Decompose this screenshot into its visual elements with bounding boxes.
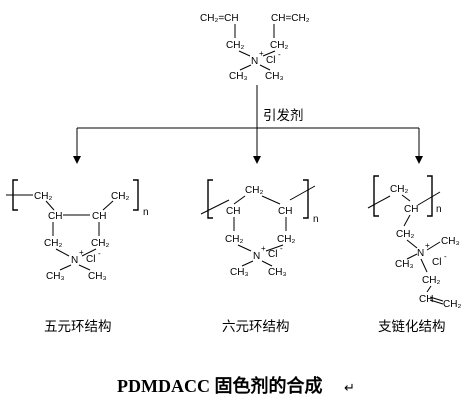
five-ring-ch2-right: CH₂: [111, 191, 129, 202]
branched-bond: [417, 191, 441, 206]
six-ring-bond: [241, 260, 254, 267]
branched-ch2-side: CH₂: [396, 229, 414, 240]
monomer-bond: [259, 64, 271, 71]
monomer-ch2-left: CH₂: [226, 40, 244, 51]
branched-ch2-terminal: CH₂: [443, 299, 461, 310]
branched-ch: CH: [404, 204, 418, 215]
branched-bond: [426, 241, 441, 251]
six-ring-ch-left: CH: [226, 206, 240, 217]
branched-ch-vinyl: CH: [419, 294, 433, 305]
branched-subscript: n: [436, 204, 442, 215]
six-ring-structure: n CH₂ CH CH CH₂ CH₂ N + Cl - CH₃ CH₃ 六元环…: [200, 179, 319, 335]
six-ring-cl-charge: -: [280, 244, 283, 253]
monomer-bond: [238, 50, 251, 57]
six-ring-bond: [265, 244, 284, 252]
branched-cl-charge: -: [444, 252, 447, 261]
paragraph-mark: ↵: [344, 381, 355, 396]
six-ring-caption: 六元环结构: [222, 319, 290, 335]
six-ring-nitrogen: N: [253, 251, 260, 262]
branched-double-bond: [429, 296, 444, 302]
bracket-right: [303, 179, 309, 219]
five-ring-nitrogen: N: [71, 255, 78, 266]
branched-structure: n CH₂ CH CH₂ N + CH₃ CH₃ Cl - CH₂ CH CH₂…: [367, 175, 461, 335]
five-ring-methyl-left: CH₃: [46, 271, 65, 282]
five-ring-n-charge: +: [79, 248, 84, 257]
five-ring-subscript: n: [143, 207, 149, 218]
branched-bond: [420, 258, 428, 273]
five-ring-ch2-ring-left: CH₂: [44, 238, 62, 249]
monomer-ch2-right: CH₂: [270, 40, 288, 51]
six-ring-methyl-left: CH₃: [230, 267, 249, 278]
five-ring-bond: [59, 264, 72, 271]
five-ring-ch-left: CH: [48, 211, 62, 222]
monomer-bond: [262, 50, 276, 57]
five-ring-caption: 五元环结构: [44, 319, 112, 335]
six-ring-bond: [200, 199, 230, 215]
monomer-chloride: Cl: [266, 55, 275, 66]
five-ring-bond: [78, 264, 91, 271]
bracket-left: [207, 179, 213, 219]
monomer-cl-charge: -: [278, 50, 281, 59]
six-ring-bond: [289, 185, 316, 201]
five-ring-ch2-ring-right: CH₂: [91, 238, 109, 249]
monomer-allyl-left: CH₂=CH: [200, 13, 239, 24]
five-ring-chloride: Cl: [86, 254, 95, 265]
six-ring-bond: [261, 195, 281, 205]
figure-title: PDMDACC 固色剂的合成: [117, 375, 322, 396]
monomer-allyl-right: CH=CH₂: [271, 13, 310, 24]
six-ring-chloride: Cl: [268, 249, 277, 260]
branched-methyl-left: CH₃: [395, 259, 414, 270]
six-ring-methyl-right: CH₃: [268, 267, 287, 278]
six-ring-subscript: n: [313, 214, 319, 225]
branched-methyl-right: CH₃: [441, 236, 460, 247]
bracket-left: [373, 175, 379, 217]
five-ring-structure: CH₂ CH₂ n CH CH CH₂ CH₂ N + Cl - CH₃ CH₃…: [6, 179, 149, 335]
six-ring-bond: [233, 195, 246, 205]
bracket-right: [427, 175, 433, 217]
five-ring-bond: [102, 200, 114, 211]
five-ring-bond: [45, 200, 55, 211]
five-ring-cl-charge: -: [98, 249, 101, 258]
bracket-right: [133, 179, 139, 211]
branched-nitrogen: N: [417, 248, 424, 259]
branched-n-charge: +: [425, 241, 430, 250]
monomer-nitrogen: N: [251, 56, 258, 67]
monomer-bond: [239, 64, 252, 71]
branched-chloride: Cl: [432, 257, 441, 268]
six-ring-ch2-top: CH₂: [245, 185, 263, 196]
five-ring-bond: [55, 248, 70, 257]
branched-bond: [403, 214, 411, 227]
reaction-arrows: 引发剂: [73, 85, 423, 164]
six-ring-ch2-ring-right: CH₂: [277, 234, 295, 245]
six-ring-n-charge: +: [261, 244, 266, 253]
initiator-label: 引发剂: [263, 108, 304, 124]
branched-ch2-allyl: CH₂: [422, 275, 440, 286]
monomer-methyl-left: CH₃: [229, 71, 248, 82]
branched-ch2-top: CH₂: [390, 184, 408, 195]
five-ring-methyl-right: CH₃: [88, 271, 107, 282]
six-ring-ch-right: CH: [278, 206, 292, 217]
branched-caption: 支链化结构: [378, 319, 446, 335]
branched-bond: [401, 194, 411, 202]
branched-bond: [367, 195, 391, 209]
monomer-structure: CH₂=CH CH=CH₂ CH₂ CH₂ N + Cl - CH₃ CH₃: [200, 13, 310, 82]
six-ring-bond: [261, 260, 273, 267]
six-ring-bond: [237, 244, 252, 252]
monomer-methyl-right: CH₃: [265, 71, 284, 82]
five-ring-ch-right: CH: [92, 211, 106, 222]
branched-bond: [406, 239, 418, 249]
branched-bond: [406, 253, 418, 260]
five-ring-ch2-left: CH₂: [34, 191, 52, 202]
five-ring-bond: [81, 248, 97, 257]
monomer-n-charge: +: [259, 49, 264, 58]
branched-double-bond: [429, 299, 444, 305]
branched-bond: [426, 285, 432, 293]
six-ring-ch2-ring-left: CH₂: [225, 234, 243, 245]
